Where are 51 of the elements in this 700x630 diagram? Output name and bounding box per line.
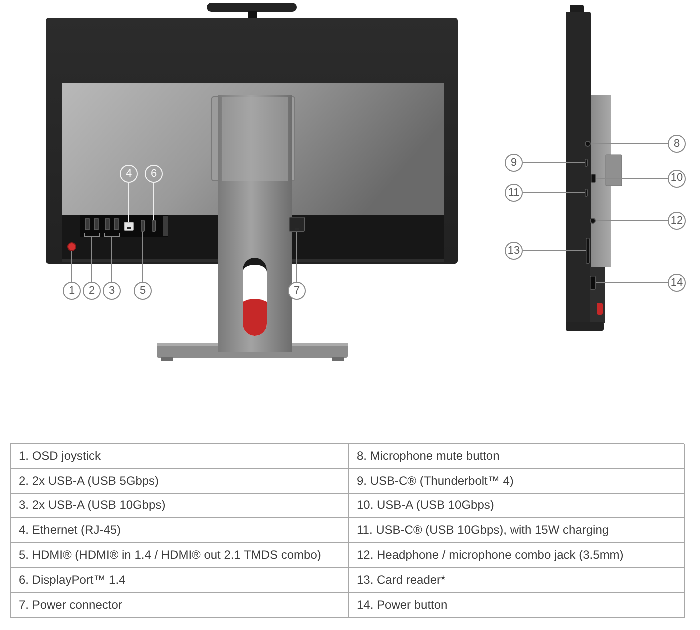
callout-number: 9 — [505, 154, 523, 172]
callout-number: 3 — [103, 282, 121, 300]
callout-number: 7 — [288, 282, 306, 300]
card-reader-slot — [586, 238, 590, 264]
leader-line — [522, 250, 586, 252]
callout-number: 2 — [83, 282, 101, 300]
callout-number: 6 — [145, 165, 163, 183]
callout-number: 8 — [668, 135, 686, 153]
leader-line — [596, 178, 668, 179]
table-cell: 10. USB-A (USB 10Gbps) — [349, 494, 685, 518]
usb-a-port — [591, 174, 596, 183]
joystick-button — [68, 242, 76, 252]
table-cell: 6. DisplayPort™ 1.4 — [11, 568, 349, 593]
leader-line — [596, 282, 668, 284]
callout-number: 5 — [134, 282, 152, 300]
table-cell: 14. Power button — [349, 592, 685, 618]
table-cell: 12. Headphone / microphone combo jack (3.5mm) — [349, 543, 685, 568]
table-cell: 8. Microphone mute button — [349, 444, 685, 469]
table-cell: 4. Ethernet (RJ-45) — [11, 518, 349, 544]
power-button — [590, 276, 596, 290]
table-cell: 5. HDMI® (HDMI® in 1.4 / HDMI® out 2.1 TMDS combo) — [11, 543, 349, 568]
leader-line — [142, 232, 144, 282]
callout-number: 14 — [668, 274, 686, 292]
table-cell: 7. Power connector — [11, 592, 349, 618]
usb-port-pair — [104, 218, 120, 237]
hdmi-port — [141, 220, 145, 232]
table-cell: 1. OSD joystick — [11, 444, 349, 469]
callout-number: 4 — [120, 165, 138, 183]
callout-number: 12 — [668, 212, 686, 230]
callout-number: 13 — [505, 242, 523, 260]
mute-button — [585, 141, 591, 147]
leader-line — [522, 162, 586, 164]
leader-line — [296, 232, 298, 282]
table-cell: 13. Card reader* — [349, 568, 685, 593]
audio-jack — [590, 218, 596, 224]
table-cell: 2. 2x USB-A (USB 5Gbps) — [11, 468, 349, 494]
displayport-port — [152, 220, 156, 232]
table-cell: 11. USB-C® (USB 10Gbps), with 15W charging — [349, 518, 685, 544]
usb-c-port — [585, 189, 588, 197]
usb-c-port — [585, 159, 588, 167]
ethernet-port — [124, 222, 134, 231]
callout-number: 11 — [505, 184, 523, 202]
usb-port-pair — [84, 218, 100, 237]
power-connector — [289, 217, 305, 232]
table-cell: 9. USB-C® (Thunderbolt™ 4) — [349, 468, 685, 494]
leader-line — [522, 192, 586, 194]
leader-line — [596, 220, 668, 222]
leader-line — [128, 182, 130, 222]
callout-number: 1 — [63, 282, 81, 300]
callout-number: 10 — [668, 170, 686, 188]
table-cell: 3. 2x USB-A (USB 10Gbps) — [11, 494, 349, 518]
